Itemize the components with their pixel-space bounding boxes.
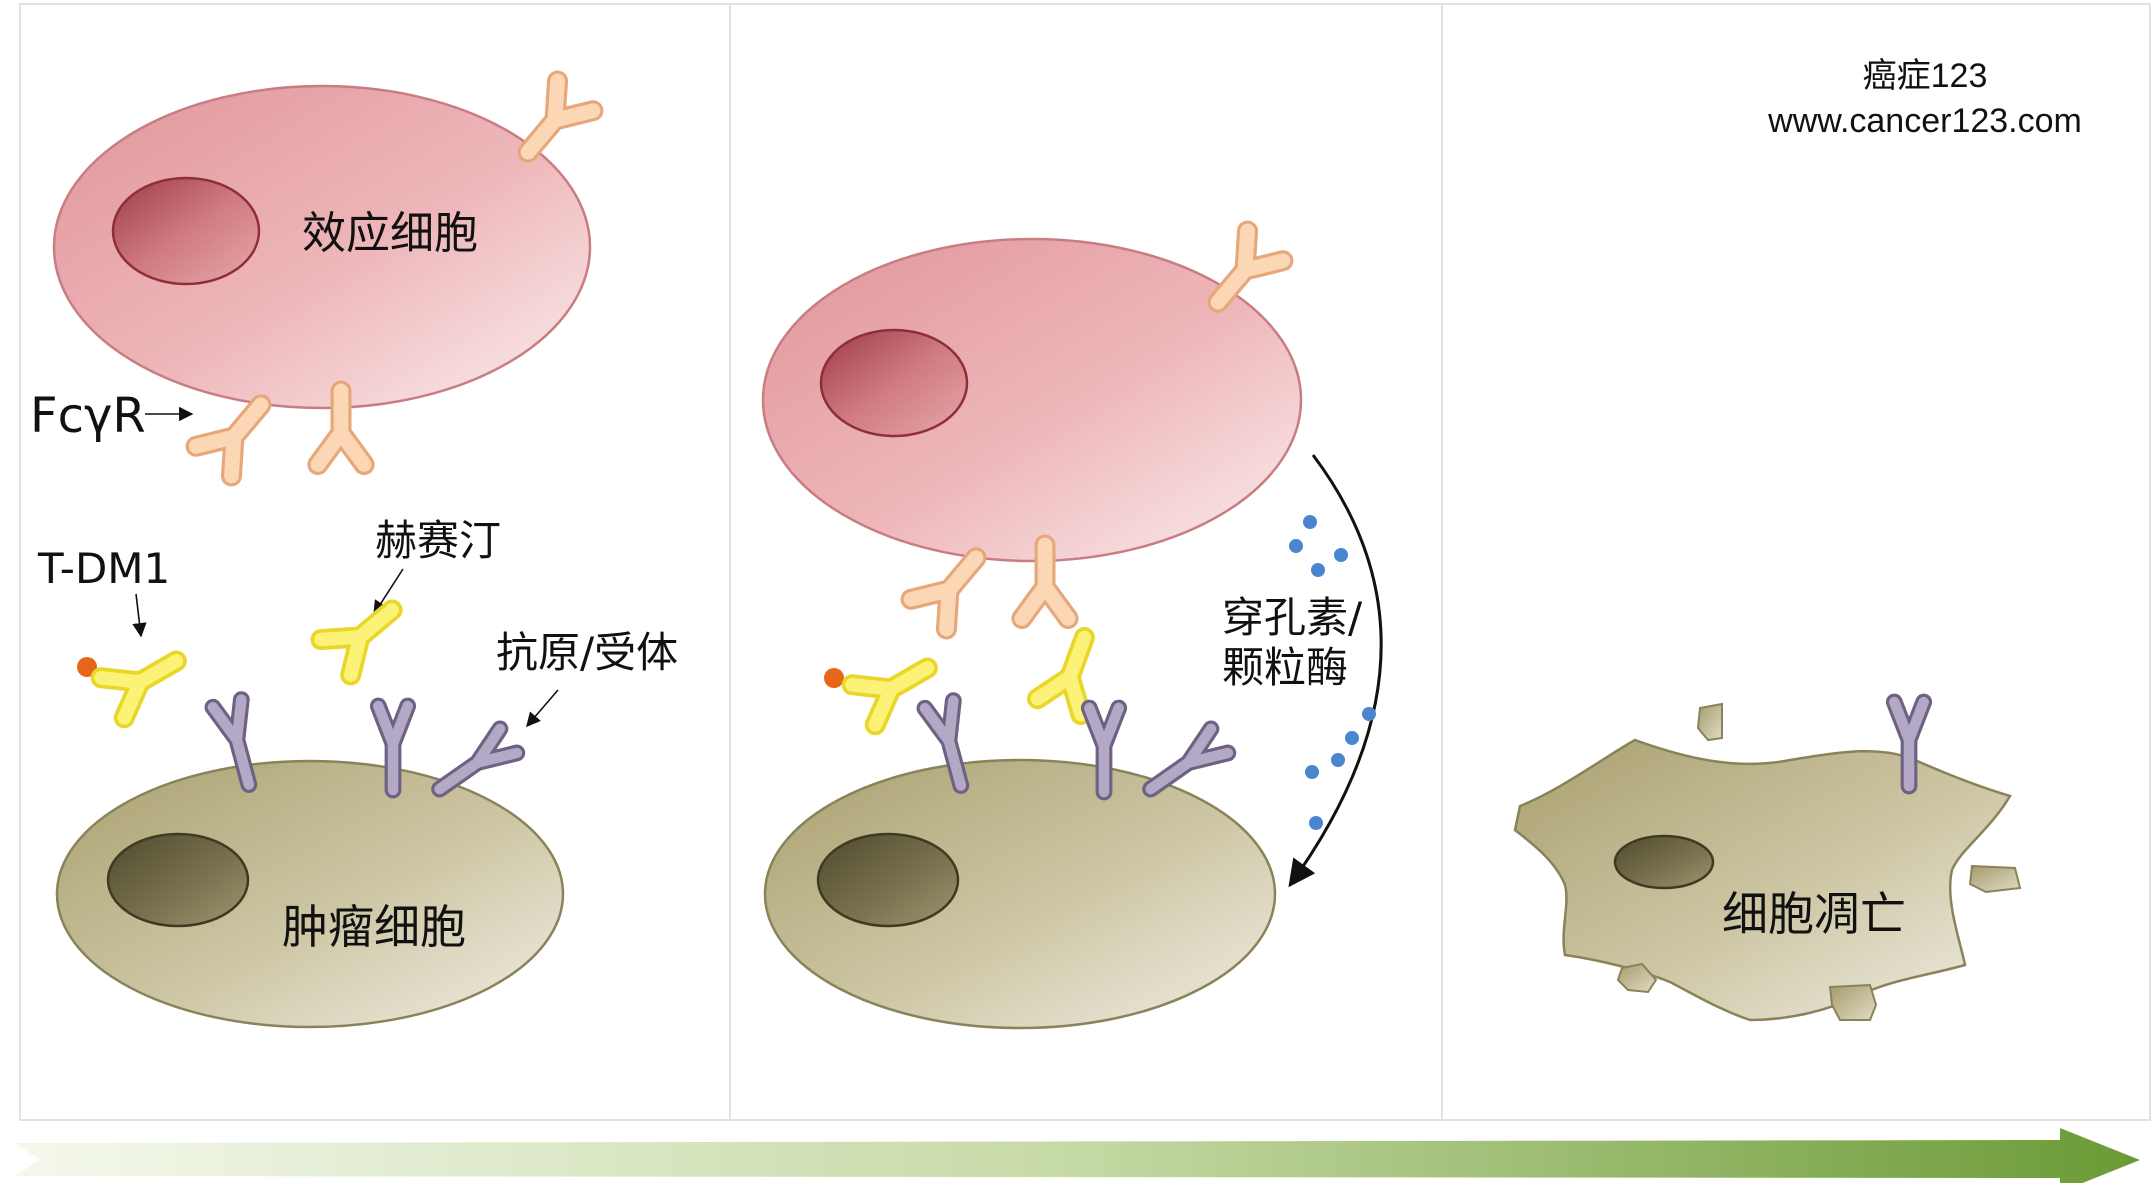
effector-nucleus (111, 176, 261, 286)
panel-1: 效应细胞 FcγR T-DM1 赫赛汀 抗原/受体 肿瘤细胞 (30, 81, 678, 1029)
fc-receptor-label: FcγR (30, 388, 146, 444)
herceptin-pointer (373, 568, 404, 616)
herceptin-label: 赫赛汀 (375, 516, 501, 565)
watermark-url: www.cancer123.com (1767, 102, 2082, 140)
granule-dots (1289, 515, 1376, 830)
antigen-receptor-6 (1142, 729, 1228, 801)
effector-cell-label: 效应细胞 (302, 208, 478, 259)
antigen-receptor-3 (431, 729, 517, 801)
fc-receptor-3 (911, 543, 994, 629)
tumor-cell-label: 肿瘤细胞 (282, 900, 466, 954)
drug-payload-dot-2 (824, 668, 844, 688)
progress-arrow (15, 1128, 2140, 1183)
tdm1-pointer (132, 593, 147, 638)
panel-frames (19, 3, 2151, 1121)
fc-receptor-1 (196, 390, 279, 476)
tumor-nucleus-2 (816, 832, 960, 928)
perforin-label: 穿孔素/ (1222, 593, 1363, 642)
effector-cell (52, 84, 592, 410)
effector-cell-2 (761, 237, 1303, 563)
herceptin-antibody (321, 592, 407, 675)
antigen-pointer (526, 689, 559, 728)
panel-3: 癌症123 www.cancer123.com 细胞凋亡 (1513, 57, 2082, 1022)
tumor-cell (55, 759, 565, 1029)
tumor-cell-2 (763, 758, 1277, 1030)
tumor-nucleus (106, 832, 250, 928)
watermark-name: 癌症123 (1863, 57, 1988, 95)
tdm1-label: T-DM1 (37, 544, 170, 593)
panel-2: 穿孔素/ 颗粒酶 (761, 231, 1383, 1030)
apoptotic-nucleus (1613, 834, 1715, 890)
granzyme-label: 颗粒酶 (1222, 643, 1348, 692)
apoptotic-cell (1513, 738, 2012, 1022)
granule-arrow (1288, 454, 1383, 888)
bound-antibody (1038, 630, 1107, 715)
antigen-label: 抗原/受体 (496, 628, 678, 677)
apoptosis-label: 细胞凋亡 (1722, 887, 1906, 941)
fc-receptor-top (510, 81, 593, 167)
tdm1-antibody (101, 641, 188, 718)
drug-payload-dot (77, 657, 97, 677)
cell-fragments (1616, 702, 2022, 1021)
effector-nucleus-2 (819, 328, 969, 438)
